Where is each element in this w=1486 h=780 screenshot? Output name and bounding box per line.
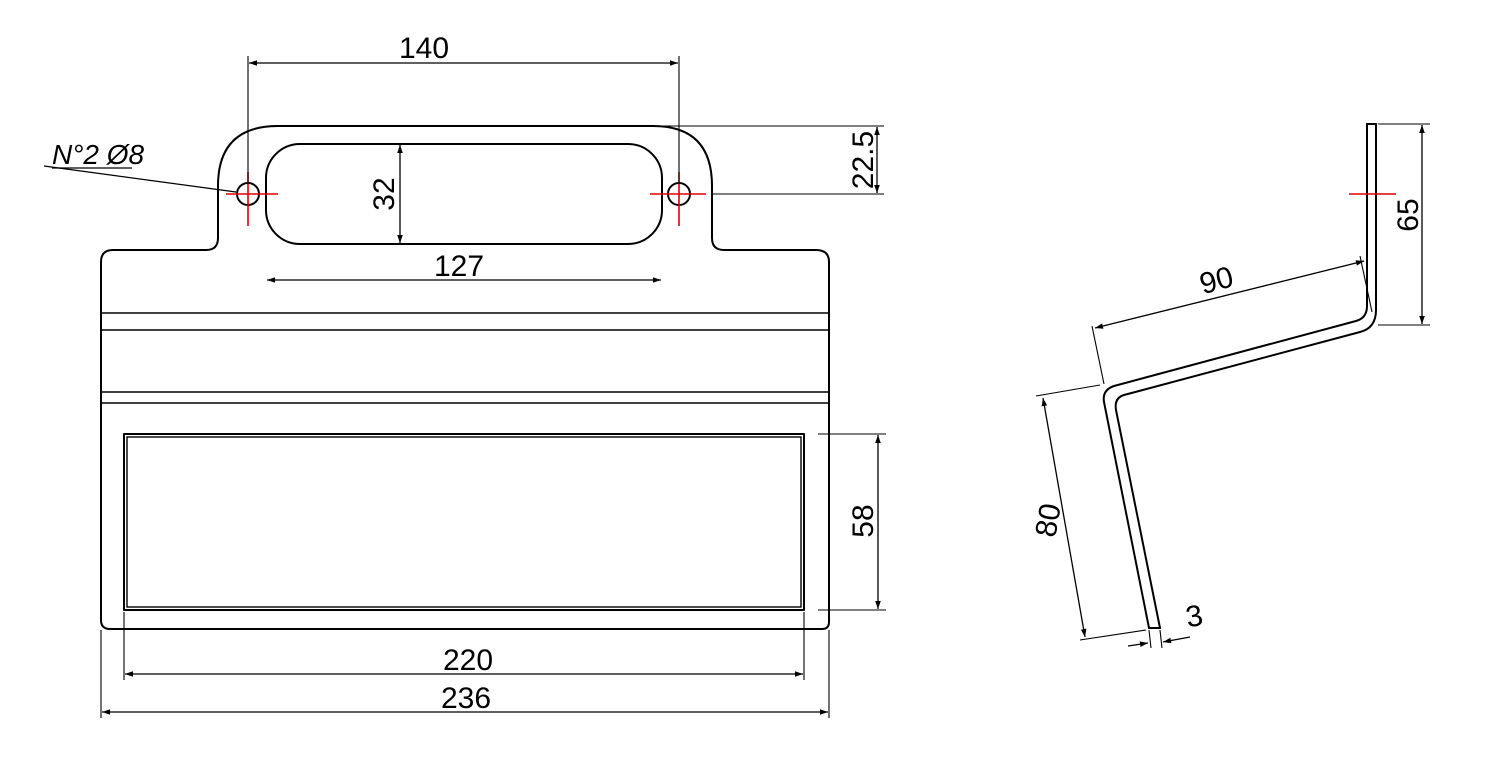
hole-callout-text: N°2 Ø8 [52,139,145,170]
dim-overall-width: 236 [100,630,830,718]
dim-vertical-text: 80 [1029,501,1067,540]
dim-hole-spacing: 140 [247,32,680,184]
dim-slot-width: 127 [267,250,661,283]
dim-thickness-text: 3 [1183,599,1205,634]
front-view: 140 127 32 22.5 58 [43,32,886,718]
display-window-inner [126,436,802,608]
dim-hole-offset-text: 22.5 [847,131,880,189]
hole-callout: N°2 Ø8 [43,139,237,193]
side-view: 65 90 80 3 [1029,123,1430,649]
hole-centerlines [226,172,706,226]
dim-slope: 90 [1091,255,1373,385]
dim-top-flange: 65 [1378,123,1430,326]
dim-vertical: 80 [1029,384,1147,641]
dim-slot-height-text: 32 [368,177,401,210]
dim-window-height: 58 [818,433,886,611]
dim-window-height-text: 58 [847,504,880,537]
side-profile-outer [1102,123,1368,629]
dim-hole-offset: 22.5 [653,125,884,195]
dim-top-flange-text: 65 [1392,198,1425,231]
handle-slot [265,143,663,245]
dim-overall-width-text: 236 [441,682,491,715]
dim-window-width: 220 [123,612,805,680]
dim-slot-height: 32 [368,145,403,243]
plate-outline [100,125,830,630]
dim-slot-width-text: 127 [434,250,484,283]
dim-slope-text: 90 [1196,261,1237,302]
side-profile-inner [1114,123,1377,629]
dim-window-width-text: 220 [443,644,493,677]
display-window-outer [123,433,805,611]
dim-thickness: 3 [1127,599,1205,649]
dim-hole-spacing-text: 140 [399,32,449,65]
